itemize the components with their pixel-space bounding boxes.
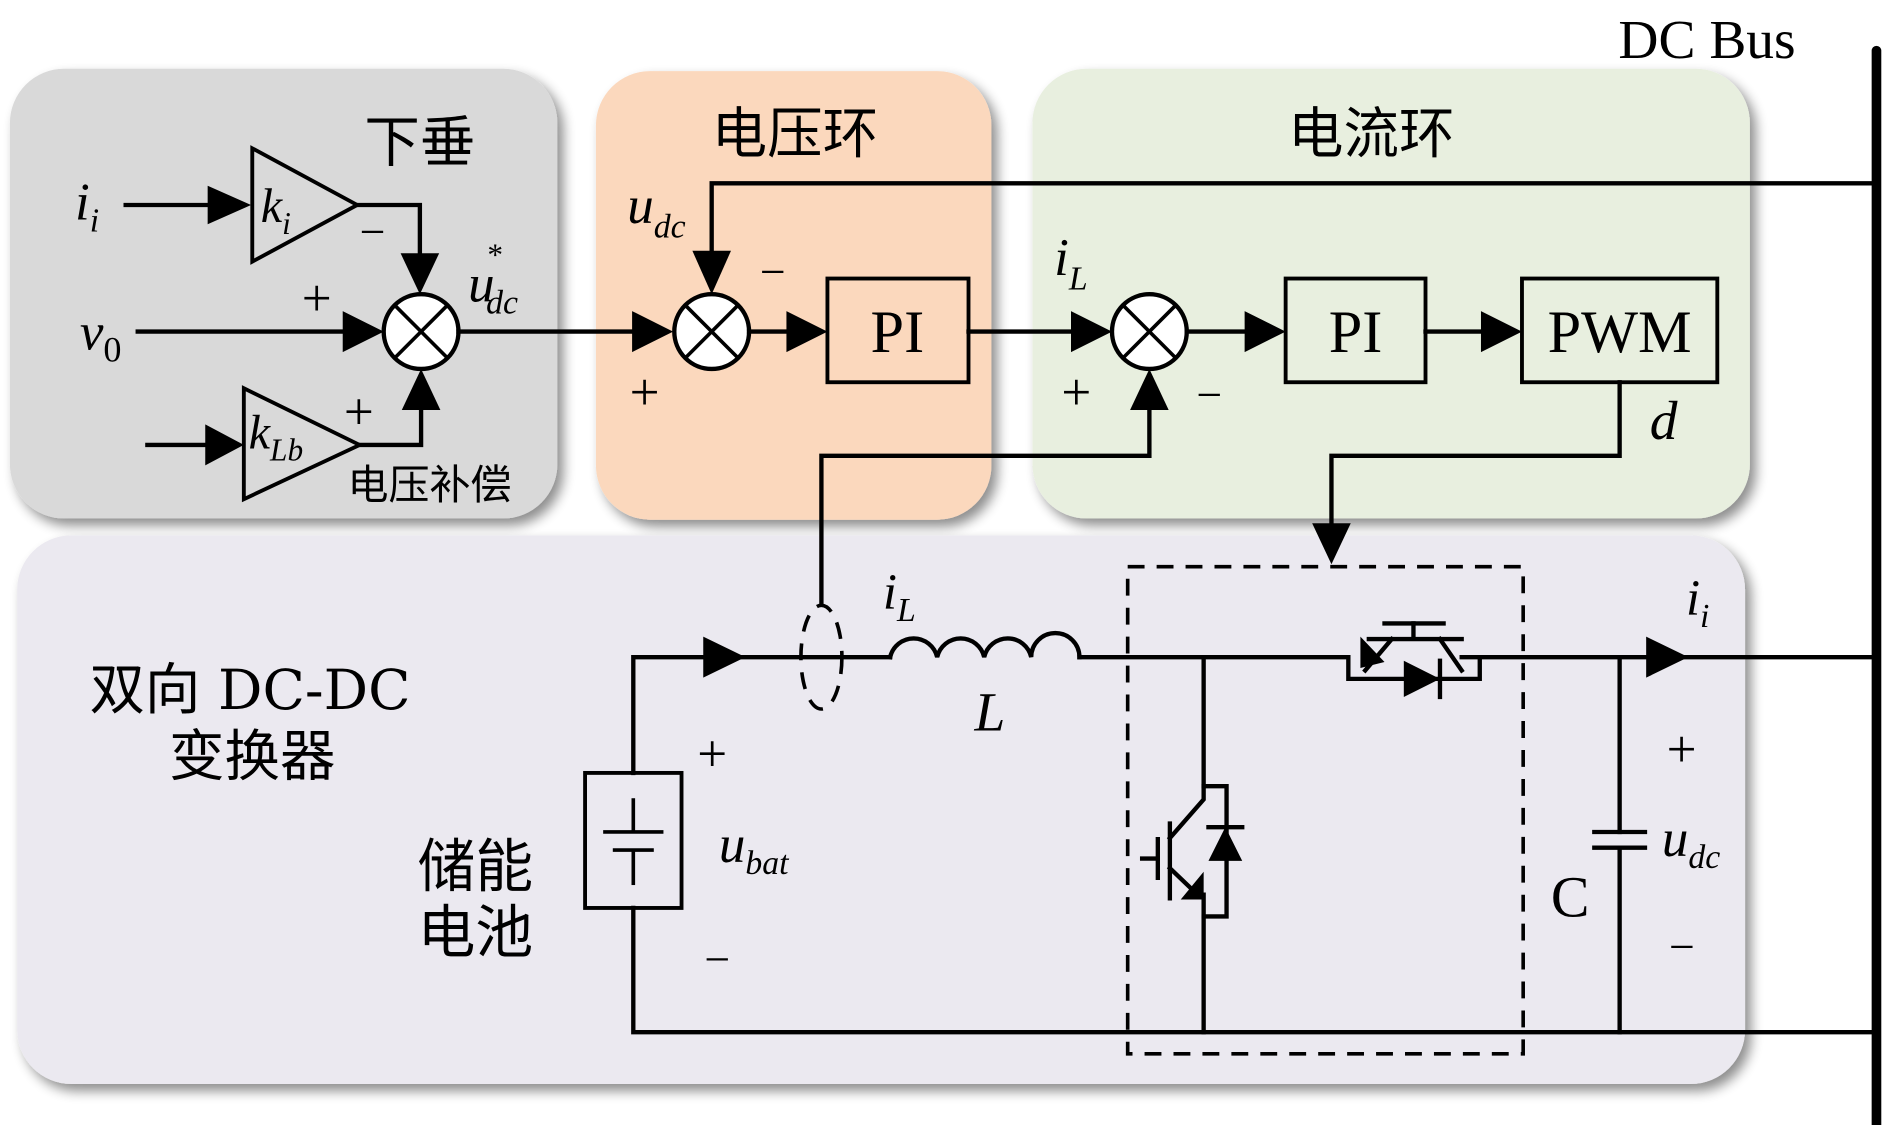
- arrow-icon: [342, 311, 384, 353]
- svg-text:ii: ii: [75, 173, 99, 239]
- switch-module-box: [1125, 564, 1525, 1056]
- ubat-label: ubat: [719, 816, 790, 882]
- arrow-icon: [786, 311, 828, 353]
- voltage-loop-title: 电压环: [712, 103, 878, 167]
- arrow-icon: [1130, 368, 1169, 410]
- gain-kLb-label: kLb: [249, 407, 304, 468]
- voltage-summing-junction: [672, 292, 752, 372]
- ii-output-label: ii: [1686, 570, 1709, 635]
- capacitor-label: C: [1551, 864, 1590, 929]
- voltage-pi-label: PI: [871, 299, 925, 366]
- battery-label-line2: 电池: [417, 899, 533, 967]
- ki-output-wire: [355, 202, 423, 268]
- dc-bus-label: DC Bus: [1618, 9, 1795, 70]
- arrow-icon: [401, 368, 441, 410]
- gain-kLb-block: [241, 385, 365, 503]
- udc-plus: +: [1667, 721, 1697, 779]
- arrow-icon: [400, 253, 440, 295]
- converter-title-line1: 双向 DC-DC: [89, 659, 410, 723]
- inductor-label: L: [974, 682, 1006, 743]
- current-pi-label: PI: [1329, 299, 1383, 366]
- gain-ki-block: [250, 145, 362, 265]
- inductor-icon: [887, 630, 1082, 660]
- droop-title: 下垂: [364, 112, 475, 176]
- current-sign-minus: −: [1196, 369, 1222, 420]
- udc-ref-label: u*dc: [468, 237, 518, 321]
- lower-igbt-icon: [1139, 654, 1245, 1035]
- arrow-icon: [207, 185, 252, 225]
- voltage-compensation-label: 电压补偿: [348, 461, 512, 509]
- input-v0-label: v0: [80, 304, 122, 370]
- ubat-minus: −: [704, 933, 730, 984]
- duty-wire: [1329, 380, 1622, 533]
- upper-igbt-icon: [1346, 621, 1482, 700]
- droop-summing-junction: [381, 292, 461, 372]
- iL-feedback-wire: [819, 401, 1152, 606]
- voltage-sign-plus: +: [630, 364, 660, 422]
- arrow-icon: [1480, 311, 1522, 353]
- battery-icon: [583, 770, 684, 910]
- arrow-icon: [205, 424, 244, 466]
- gain-ki-label: ki: [261, 180, 291, 241]
- iL-ref-label: iL: [1054, 229, 1088, 297]
- udc-minus: −: [1669, 921, 1695, 972]
- iL-label: iL: [883, 564, 916, 629]
- current-sensor-icon: [799, 603, 844, 711]
- battery-bottom-wire: [631, 905, 1874, 1035]
- converter-panel: [17, 535, 1746, 1085]
- v0-sign-plus: +: [302, 270, 332, 328]
- udc-feedback-wire: [709, 181, 1874, 262]
- arrow-icon: [703, 636, 746, 678]
- kLb-sign-plus: +: [344, 383, 374, 441]
- kLb-output-wire: [357, 395, 424, 448]
- current-summing-junction: [1109, 292, 1189, 372]
- arrow-icon: [1244, 311, 1286, 353]
- arrow-icon: [1646, 636, 1689, 678]
- current-sign-plus: +: [1061, 364, 1091, 422]
- input-ii-label: ii: [75, 173, 99, 239]
- pwm-label: PWM: [1548, 299, 1692, 366]
- battery-label-line1: 储能: [417, 832, 533, 900]
- ki-sign-minus: −: [360, 206, 386, 257]
- capacitor-icon: [1592, 654, 1648, 1035]
- battery-top-wire: [631, 654, 714, 776]
- converter-title-line2: 变换器: [169, 725, 335, 789]
- arrow-icon: [1312, 523, 1351, 565]
- arrow-icon: [1071, 311, 1113, 353]
- ubat-plus: +: [697, 726, 727, 784]
- current-loop-title: 电流环: [1288, 103, 1454, 167]
- udc-output-label: udc: [1662, 810, 1720, 876]
- udc-feedback-label: udc: [627, 177, 685, 245]
- voltage-sign-minus: −: [760, 246, 786, 297]
- arrow-icon: [632, 311, 674, 353]
- arrow-icon: [692, 250, 731, 295]
- duty-label: d: [1650, 390, 1678, 451]
